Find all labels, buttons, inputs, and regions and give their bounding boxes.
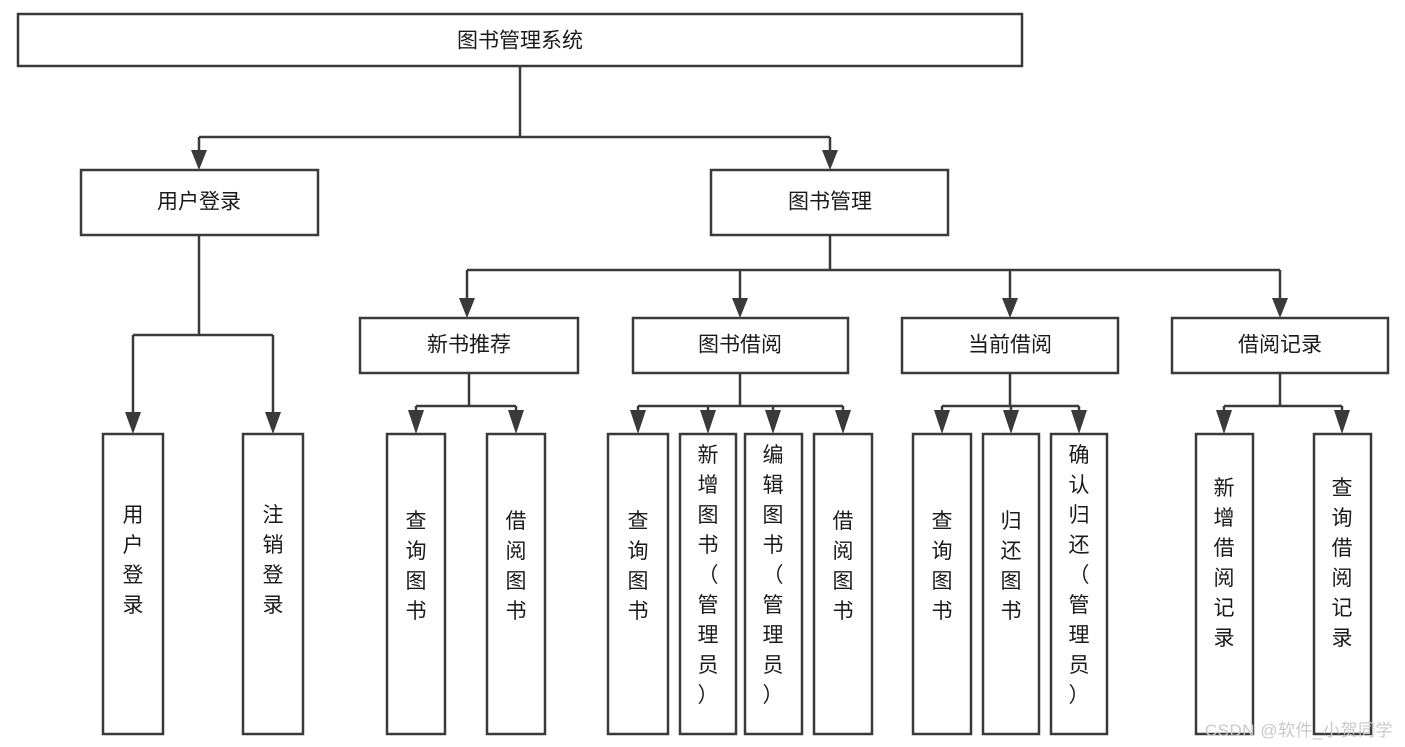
node-leaf-logout[interactable]: 注销登录 (241, 432, 305, 736)
node-leaf-borrow-book-recommend[interactable]: 借阅图书 (485, 432, 547, 736)
node-leaf-confirm-return-admin[interactable]: 确认归还（管理员） (1049, 432, 1109, 736)
node-leaf-borrow-book-box[interactable] (812, 432, 874, 736)
arrowhead-current-borrow (1002, 298, 1018, 318)
node-leaf-add-book-admin[interactable]: 新增图书（管理员） (678, 432, 738, 736)
node-user-login[interactable]: 用户登录 (79, 168, 320, 237)
leaf-node-layer: 用户登录 注销登录 查询图书 借阅图书 查询图书 (101, 432, 1373, 736)
node-leaf-return-book[interactable]: 归还图书 (981, 432, 1041, 736)
arrowhead-leaf-add-borrow-record (1216, 410, 1232, 434)
node-current-borrow-box[interactable] (900, 316, 1120, 375)
node-borrow-record[interactable]: 借阅记录 (1170, 316, 1390, 375)
arrowhead-leaf-borrow-book-recommend (508, 410, 524, 434)
node-leaf-user-login-label: 用户登录 (123, 504, 144, 617)
node-current-borrow-label: 当前借阅 (968, 334, 1052, 357)
node-leaf-query-book-current-box[interactable] (911, 432, 973, 736)
arrowhead-leaf-query-book-borrow (630, 410, 646, 434)
node-book-borrow-label: 图书借阅 (698, 334, 782, 357)
node-leaf-query-borrow-record[interactable]: 查询借阅记录 (1312, 432, 1373, 736)
node-leaf-add-book-admin-label: 新增图书（管理员） (698, 444, 719, 707)
arrowhead-leaf-logout (265, 412, 281, 434)
node-leaf-query-borrow-record-label: 查询借阅记录 (1332, 477, 1353, 650)
node-leaf-return-book-box[interactable] (981, 432, 1041, 736)
node-leaf-borrow-book[interactable]: 借阅图书 (812, 432, 874, 736)
node-leaf-return-book-label: 归还图书 (1001, 510, 1022, 623)
node-book-borrow-box[interactable] (631, 316, 850, 375)
node-leaf-query-book-current-label: 查询图书 (932, 510, 953, 623)
node-leaf-query-borrow-record-box[interactable] (1312, 432, 1373, 736)
node-book-management-box[interactable] (709, 168, 950, 237)
node-leaf-confirm-return-admin-label: 确认归还（管理员） (1069, 444, 1090, 707)
connector-layer (125, 66, 1350, 434)
node-leaf-logout-box[interactable] (241, 432, 305, 736)
arrowhead-book-management (822, 150, 838, 170)
node-leaf-query-book-current[interactable]: 查询图书 (911, 432, 973, 736)
node-leaf-add-borrow-record[interactable]: 新增借阅记录 (1194, 432, 1255, 736)
node-leaf-borrow-book-recommend-label: 借阅图书 (506, 510, 527, 623)
node-leaf-borrow-book-label: 借阅图书 (833, 510, 854, 623)
node-leaf-logout-label: 注销登录 (263, 504, 284, 617)
node-leaf-query-book-borrow-box[interactable] (606, 432, 670, 736)
node-root-box[interactable] (16, 12, 1024, 68)
node-root[interactable]: 图书管理系统 (16, 12, 1024, 68)
arrowhead-leaf-add-book-admin (700, 410, 716, 434)
arrowhead-user-login (191, 150, 207, 170)
node-leaf-user-login[interactable]: 用户登录 (101, 432, 165, 736)
node-new-book-recommend-box[interactable] (358, 316, 580, 375)
arrowhead-leaf-user-login (125, 412, 141, 434)
node-leaf-query-book-recommend[interactable]: 查询图书 (385, 432, 447, 736)
node-leaf-user-login-box[interactable] (101, 432, 165, 736)
node-leaf-add-borrow-record-label: 新增借阅记录 (1214, 477, 1235, 650)
node-book-management-label: 图书管理 (788, 191, 872, 214)
node-leaf-borrow-book-recommend-box[interactable] (485, 432, 547, 736)
arrowhead-leaf-query-book-recommend (408, 410, 424, 434)
node-leaf-confirm-return-admin-box[interactable] (1049, 432, 1109, 736)
node-book-borrow[interactable]: 图书借阅 (631, 316, 850, 375)
node-user-login-label: 用户登录 (157, 191, 241, 214)
node-root-label: 图书管理系统 (457, 30, 583, 53)
arrowhead-leaf-query-borrow-record (1334, 410, 1350, 434)
arrowhead-leaf-borrow-book (835, 410, 851, 434)
arrowhead-leaf-return-book (1003, 410, 1019, 434)
arrowhead-borrow-record (1272, 298, 1288, 318)
node-leaf-query-book-recommend-label: 查询图书 (406, 510, 427, 623)
arrowhead-leaf-confirm-return-admin (1071, 410, 1087, 434)
arrowhead-leaf-query-book-current (934, 410, 950, 434)
arrowhead-new-book-recommend (459, 298, 475, 318)
node-leaf-query-book-borrow[interactable]: 查询图书 (606, 432, 670, 736)
node-borrow-record-box[interactable] (1170, 316, 1390, 375)
node-user-login-box[interactable] (79, 168, 320, 237)
node-new-book-recommend-label: 新书推荐 (427, 334, 511, 357)
node-leaf-edit-book-admin-label: 编辑图书（管理员） (763, 444, 784, 707)
node-leaf-add-borrow-record-box[interactable] (1194, 432, 1255, 736)
node-leaf-edit-book-admin[interactable]: 编辑图书（管理员） (743, 432, 804, 736)
node-layer: 图书管理系统 用户登录 图书管理 新书推荐 图书借阅 (16, 12, 1390, 736)
node-leaf-query-book-borrow-label: 查询图书 (628, 510, 649, 623)
node-borrow-record-label: 借阅记录 (1238, 334, 1322, 357)
node-leaf-query-book-recommend-box[interactable] (385, 432, 447, 736)
node-book-management[interactable]: 图书管理 (709, 168, 950, 237)
arrowhead-book-borrow (732, 298, 748, 318)
arrowhead-leaf-edit-book-admin (765, 410, 781, 434)
node-leaf-edit-book-admin-box[interactable] (743, 432, 804, 736)
node-current-borrow[interactable]: 当前借阅 (900, 316, 1120, 375)
node-new-book-recommend[interactable]: 新书推荐 (358, 316, 580, 375)
node-leaf-add-book-admin-box[interactable] (678, 432, 738, 736)
